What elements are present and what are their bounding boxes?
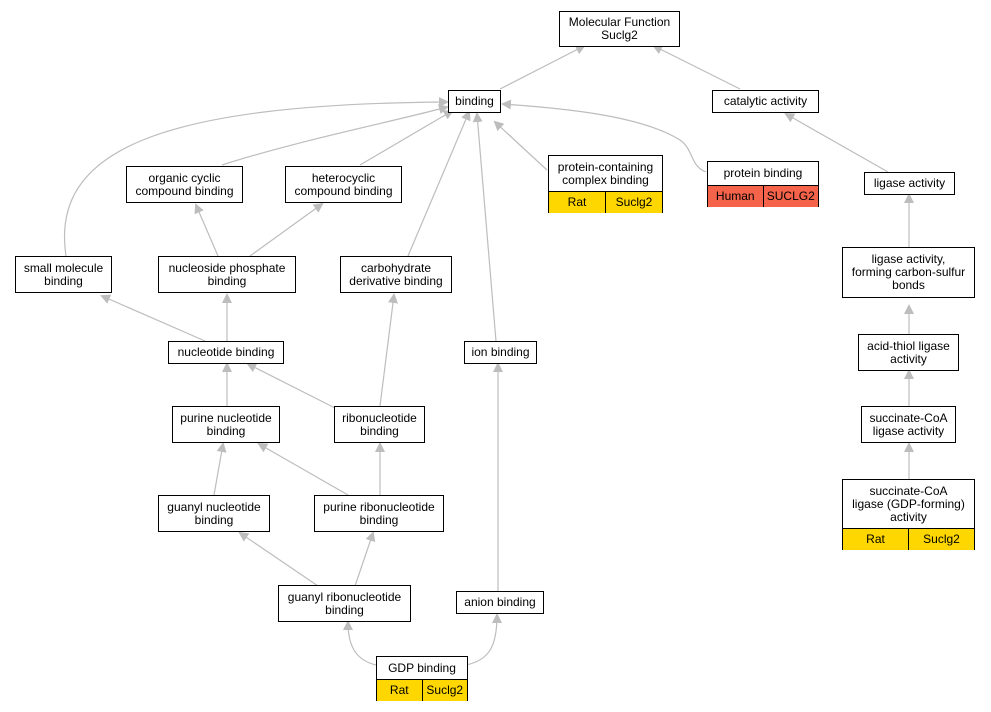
node-carbohydrate-derivative-binding[interactable]: carbohydrate derivative binding xyxy=(340,256,452,293)
node-label: catalytic activity xyxy=(723,94,808,108)
annotation-species: Human xyxy=(708,186,763,207)
node-label: succinate-CoA ligase activity xyxy=(869,410,948,438)
node-ligase-activity-carbon-sulfur[interactable]: ligase activity, forming carbon-sulfur b… xyxy=(842,247,975,298)
node-label: purine nucleotide binding xyxy=(180,410,272,438)
edge-guanylribo-guanyl xyxy=(238,531,319,587)
node-heterocyclic-compound-binding[interactable]: heterocyclic compound binding xyxy=(285,166,402,203)
node-label: heterocyclic compound binding xyxy=(294,170,393,198)
node-label: organic cyclic compound binding xyxy=(135,170,234,198)
node-protein-containing-complex-binding[interactable]: protein-containing complex binding Rat S… xyxy=(548,155,663,213)
node-gdp-binding[interactable]: GDP binding Rat Suclg2 xyxy=(376,656,468,701)
node-label: carbohydrate derivative binding xyxy=(349,260,443,288)
edge-gdp-guanylribo xyxy=(343,620,377,666)
edge-ion-binding xyxy=(472,112,497,342)
edge-small-molecule-binding xyxy=(64,97,449,257)
node-label: nucleoside phosphate binding xyxy=(168,260,286,288)
node-label: ion binding xyxy=(471,345,530,359)
node-label: protein-containing complex binding xyxy=(557,159,654,187)
annotation-gene: Suclg2 xyxy=(605,192,662,213)
edge-protein-binding-binding xyxy=(501,99,707,173)
node-nucleoside-phosphate-binding[interactable]: nucleoside phosphate binding xyxy=(158,256,296,293)
node-ribonucleotide-binding[interactable]: ribonucleotide binding xyxy=(334,406,425,443)
node-ligase-activity[interactable]: ligase activity xyxy=(864,172,955,195)
node-label: GDP binding xyxy=(388,660,456,675)
node-succinate-coa-ligase-activity[interactable]: succinate-CoA ligase activity xyxy=(861,406,956,443)
edge-guanyl-purine xyxy=(213,442,227,496)
node-label: ligase activity xyxy=(873,176,946,190)
node-protein-binding[interactable]: protein binding Human SUCLG2 xyxy=(707,161,819,207)
edge-nucphos-heterocyclic xyxy=(249,202,324,257)
node-guanyl-nucleotide-binding[interactable]: guanyl nucleotide binding xyxy=(158,495,270,532)
annotation-row: Human SUCLG2 xyxy=(708,185,818,207)
node-purine-nucleotide-binding[interactable]: purine nucleotide binding xyxy=(172,406,280,443)
annotation-row: Rat Suclg2 xyxy=(377,679,467,701)
node-label: ligase activity, forming carbon-sulfur b… xyxy=(851,252,966,292)
node-label: guanyl nucleotide binding xyxy=(167,499,261,527)
node-ion-binding[interactable]: ion binding xyxy=(464,341,537,364)
node-label: nucleotide binding xyxy=(177,345,275,359)
node-label: guanyl ribonucleotide binding xyxy=(287,589,402,617)
edge-ribo-nucleotide xyxy=(246,363,336,409)
annotation-gene: Suclg2 xyxy=(908,529,974,550)
node-label: anion binding xyxy=(464,595,536,609)
edge-nucphos-organic xyxy=(194,203,219,257)
node-label: acid-thiol ligase activity xyxy=(867,338,950,366)
node-label: ribonucleotide binding xyxy=(342,410,417,438)
node-small-molecule-binding[interactable]: small molecule binding xyxy=(15,256,112,293)
edge-purribo-purine xyxy=(257,443,349,496)
edge-protein-complex-binding xyxy=(493,120,548,171)
node-binding[interactable]: binding xyxy=(448,90,501,113)
node-label: small molecule binding xyxy=(23,260,104,288)
node-label: binding xyxy=(455,94,494,108)
node-label: Molecular Function Suclg2 xyxy=(568,15,671,42)
node-guanyl-ribonucleotide-binding[interactable]: guanyl ribonucleotide binding xyxy=(278,585,411,622)
edge-nucleotide-small xyxy=(100,294,206,342)
edge-guanylribo-purribo xyxy=(354,531,376,587)
edge-catalytic-root xyxy=(652,45,741,90)
node-label: purine ribonucleotide binding xyxy=(323,499,435,527)
node-molecular-function-root[interactable]: Molecular Function Suclg2 xyxy=(559,11,680,47)
annotation-row: Rat Suclg2 xyxy=(843,528,974,550)
edge-ligase-catalytic xyxy=(784,113,889,173)
node-organic-cyclic-compound-binding[interactable]: organic cyclic compound binding xyxy=(126,166,243,203)
annotation-species: Rat xyxy=(843,529,908,550)
node-nucleotide-binding[interactable]: nucleotide binding xyxy=(168,341,284,364)
node-label: protein binding xyxy=(723,166,803,180)
annotation-species: Rat xyxy=(549,192,605,213)
node-anion-binding[interactable]: anion binding xyxy=(456,591,544,614)
node-acid-thiol-ligase-activity[interactable]: acid-thiol ligase activity xyxy=(858,334,959,371)
node-purine-ribonucleotide-binding[interactable]: purine ribonucleotide binding xyxy=(314,495,444,532)
node-succinate-coa-ligase-gdp-forming[interactable]: succinate-CoA ligase (GDP-forming) activ… xyxy=(842,479,975,550)
node-catalytic-activity[interactable]: catalytic activity xyxy=(712,90,819,113)
annotation-species: Rat xyxy=(377,680,422,701)
edge-gdp-anion xyxy=(465,613,502,666)
edge-organic-cyclic-binding xyxy=(221,104,449,166)
annotation-gene: SUCLG2 xyxy=(762,186,818,207)
edge-ribo-carb xyxy=(379,293,398,407)
edge-binding-root xyxy=(499,45,586,90)
node-label: succinate-CoA ligase (GDP-forming) activ… xyxy=(852,483,965,524)
annotation-row: Rat Suclg2 xyxy=(549,191,662,213)
edge-heterocyclic-binding xyxy=(359,109,454,166)
annotation-gene: Suclg2 xyxy=(421,680,467,701)
edge-carb-deriv-binding xyxy=(407,110,471,257)
